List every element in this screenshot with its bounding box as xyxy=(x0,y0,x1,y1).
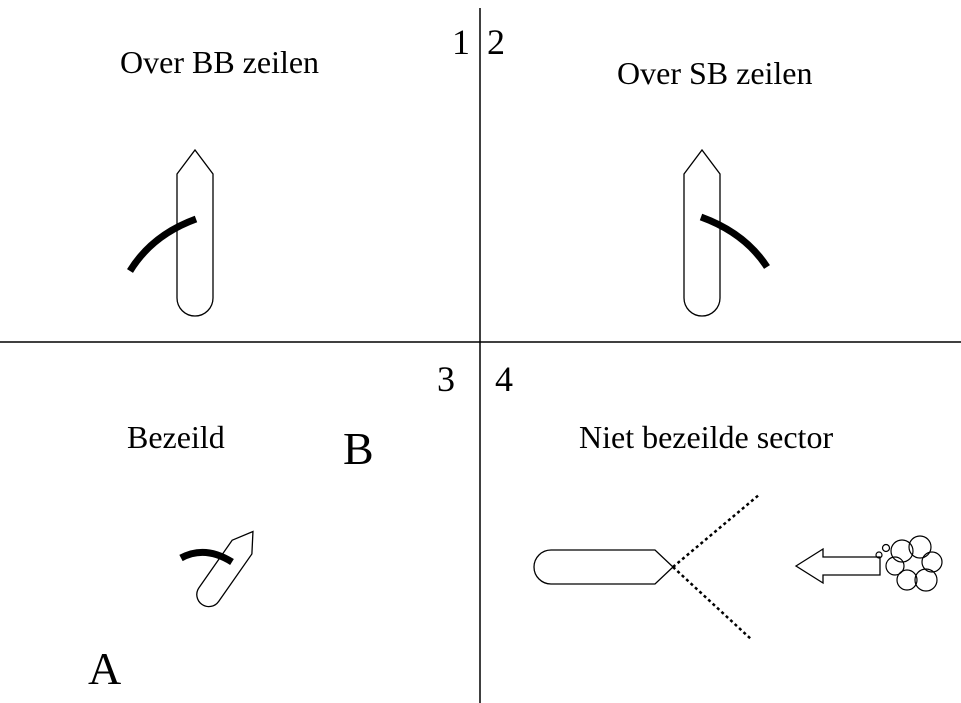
q3-boat-group xyxy=(179,530,254,608)
q2-boat-group xyxy=(683,148,770,317)
sail-icon xyxy=(127,215,198,273)
quadrant-title-2: Over SB zeilen xyxy=(617,55,813,91)
q4-boat-group xyxy=(533,493,943,641)
wind-cloud-icon xyxy=(875,535,943,592)
point-label-a: A xyxy=(88,643,122,694)
sail-icon xyxy=(699,213,770,269)
boat-hull-icon xyxy=(533,549,674,585)
boat-hull-icon xyxy=(176,148,214,317)
quadrant-number-4: 4 xyxy=(495,359,513,399)
point-label-b: B xyxy=(343,423,374,474)
boat-hull-icon xyxy=(196,530,254,608)
quadrant-number-2: 2 xyxy=(487,22,505,62)
quadrant-title-4: Niet bezeilde sector xyxy=(579,419,834,455)
quadrant-title-3: Bezeild xyxy=(127,419,225,455)
quadrant-number-1: 1 xyxy=(452,22,470,62)
wind-arrow-icon xyxy=(794,547,881,585)
no-go-sector-lines xyxy=(672,493,761,641)
quadrant-number-3: 3 xyxy=(437,359,455,399)
quadrant-title-1: Over BB zeilen xyxy=(120,44,320,80)
boat-hull-icon xyxy=(683,148,721,317)
sail-icon xyxy=(179,548,234,566)
q1-boat-group xyxy=(127,148,214,317)
